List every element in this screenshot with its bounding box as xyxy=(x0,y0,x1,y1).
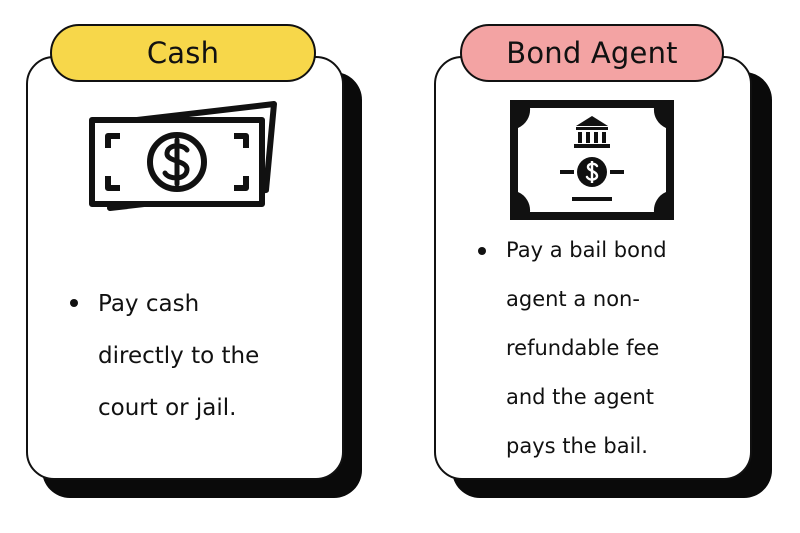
cash-bill-icon xyxy=(89,101,277,211)
cash-bullet-line-1: Pay cash xyxy=(98,291,200,317)
cash-bullets: Pay cash directly to the court or jail. xyxy=(64,278,334,434)
cash-bullet-line-2: directly to the xyxy=(98,343,260,369)
cash-title: Cash xyxy=(146,36,220,70)
bond-agent-bullets: Pay a bail bond agent a non- refundable … xyxy=(472,226,747,471)
cash-bullet-line-3: court or jail. xyxy=(98,395,237,421)
cash-bullet-item: Pay cash directly to the court or jail. xyxy=(64,278,334,434)
bond-agent-bullet-line-2: agent a non- xyxy=(506,287,640,311)
bond-agent-bullet-item: Pay a bail bond agent a non- refundable … xyxy=(472,226,747,471)
bond-agent-title-pill: Bond Agent xyxy=(460,24,724,82)
bank-check-icon xyxy=(510,100,674,220)
cash-title-pill: Cash xyxy=(50,24,316,82)
bond-agent-bullet-line-3: refundable fee xyxy=(506,336,660,360)
bond-agent-title: Bond Agent xyxy=(506,36,678,70)
bond-agent-bullet-line-4: and the agent xyxy=(506,385,654,409)
bond-agent-bullet-line-5: pays the bail. xyxy=(506,434,648,458)
bond-agent-bullet-line-1: Pay a bail bond xyxy=(506,238,667,262)
